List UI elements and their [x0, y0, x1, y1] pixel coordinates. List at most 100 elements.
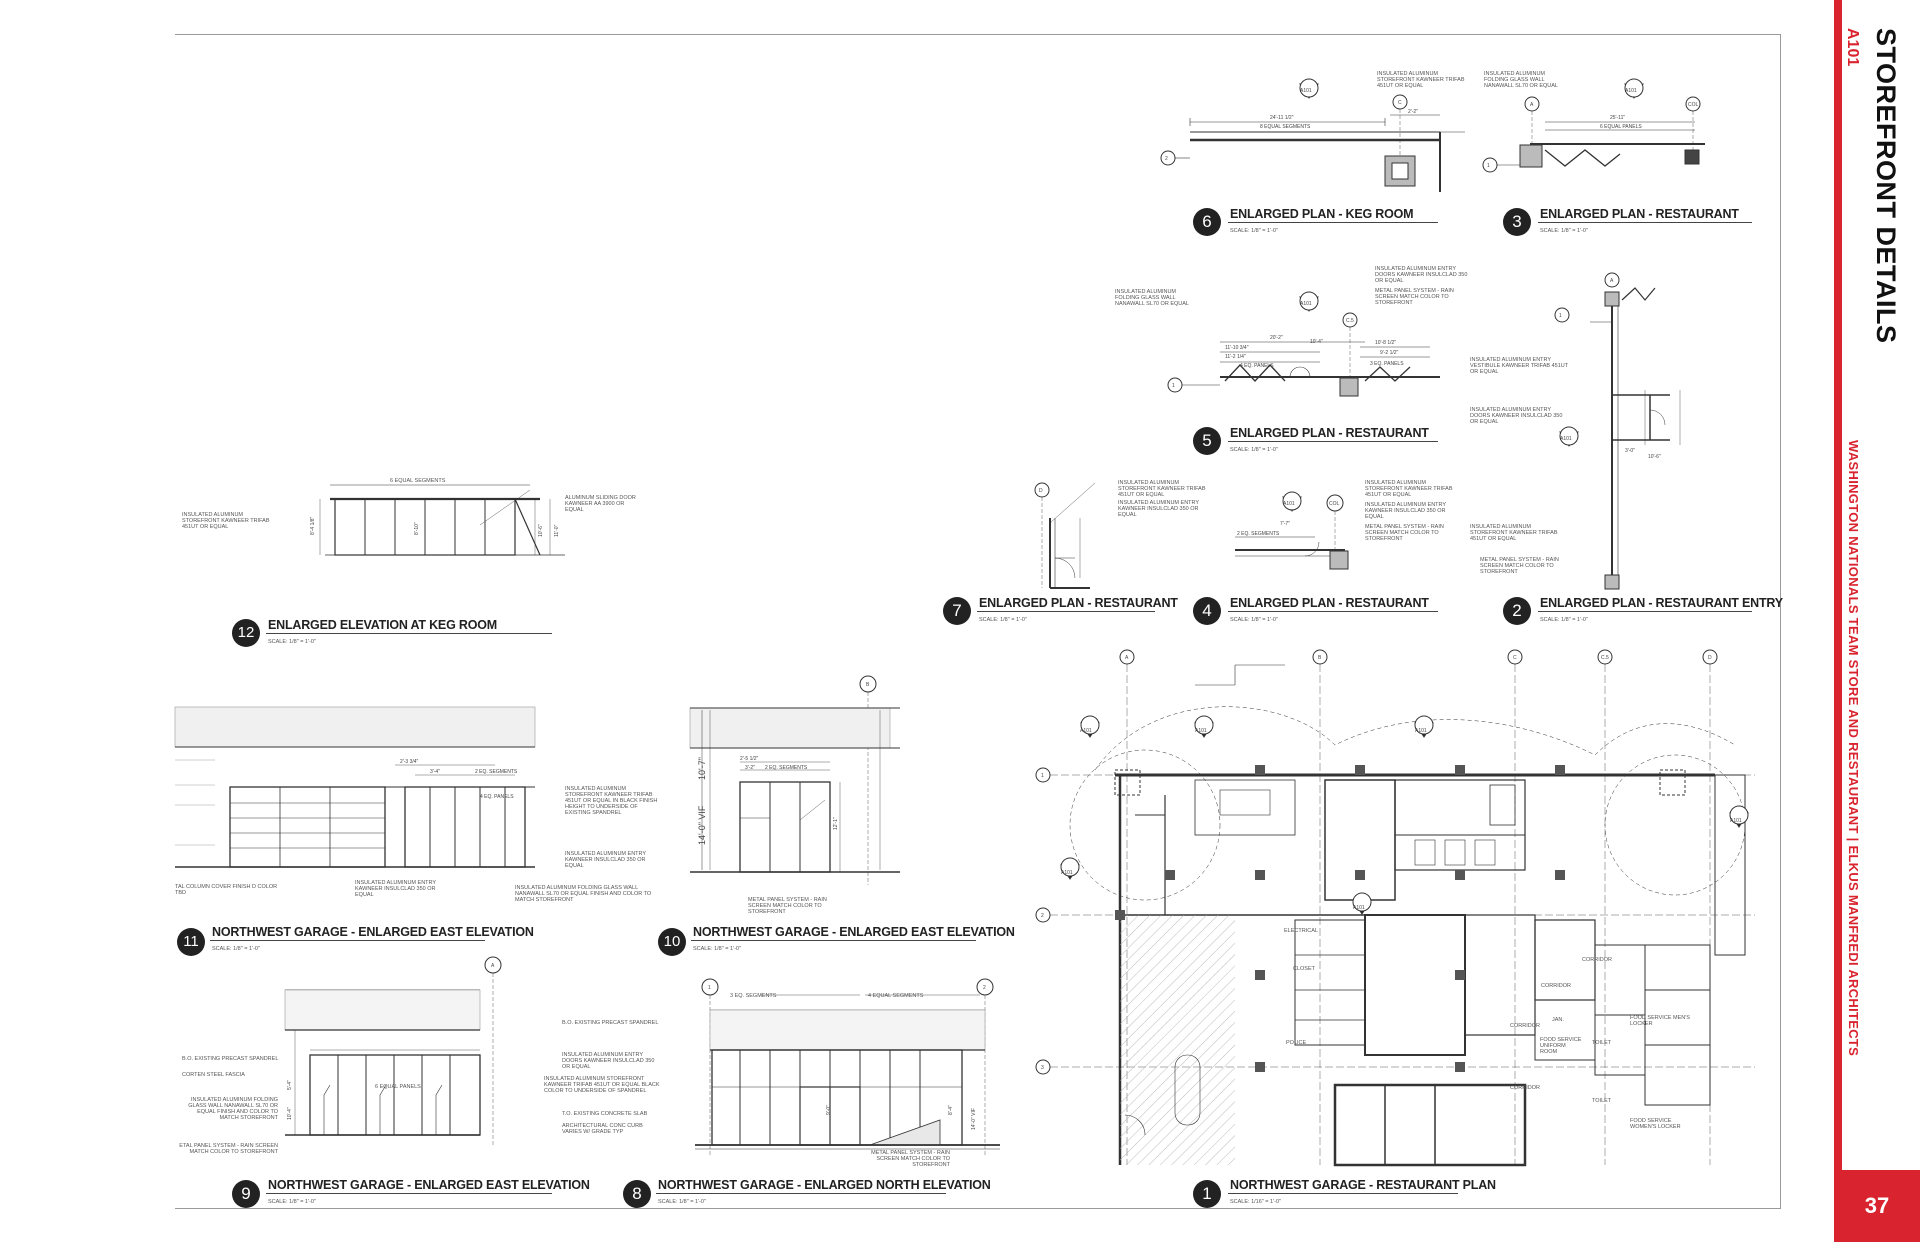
detail-4-scale: SCALE: 1/8" = 1'-0" [1230, 617, 1278, 623]
detail-9-scale: SCALE: 1/8" = 1'-0" [268, 1199, 316, 1205]
detail-8-note-storefront: INSULATED ALUMINUM STOREFRONT KAWNEER TR… [544, 1076, 660, 1094]
svg-text:2: 2 [1165, 156, 1168, 162]
detail-4-title-line [1228, 611, 1438, 612]
detail-2-note-vestibule: INSULATED ALUMINUM ENTRY VESTIBULE KAWNE… [1470, 357, 1569, 375]
svg-text:10'-4": 10'-4" [287, 1107, 293, 1120]
detail-9-note-spandrel: B.O. EXISTING PRECAST SPANDREL [182, 1056, 279, 1062]
svg-text:1: 1 [708, 985, 711, 991]
sheet-border-bottom [175, 1208, 1780, 1209]
svg-text:C.5: C.5 [1346, 318, 1354, 324]
detail-10-number: 10 [658, 928, 686, 956]
detail-12-segments: 6 EQUAL SEGMENTS [390, 478, 446, 484]
detail-9-drawing: A 5'-4" 10'-4" [284, 956, 502, 1145]
svg-text:1: 1 [1041, 773, 1044, 779]
detail-8-note-slab: T.O. EXISTING CONCRETE SLAB [562, 1111, 648, 1117]
svg-text:A: A [1530, 102, 1534, 108]
detail-1-number: 1 [1193, 1180, 1221, 1208]
svg-text:10'-6": 10'-6" [1648, 454, 1661, 460]
detail-8-note-curb: ARCHITECTURAL CONC CURB VARIES W/ GRADE … [562, 1123, 643, 1135]
detail-10-drawing: B 2'-5 1/2" 3'-2" 2 EQ. SEGMENTS 10'-7" … [689, 675, 900, 885]
detail-11-title-line [210, 940, 485, 941]
svg-text:C: C [1513, 655, 1517, 661]
svg-text:10'-4": 10'-4" [1310, 339, 1323, 345]
svg-text:B: B [1318, 655, 1322, 661]
detail-10-note-entry: INSULATED ALUMINUM ENTRY KAWNEER INSULCL… [565, 851, 646, 869]
detail-11-drawing: 2'-3 3/4" 3'-4" 2 EQ. SEGMENTS 4 EQ. PAN… [174, 706, 536, 868]
detail-7-number: 7 [943, 597, 971, 625]
detail-2-number: 2 [1503, 597, 1531, 625]
detail-6-title: ENLARGED PLAN - KEG ROOM [1230, 207, 1414, 221]
detail-12-title-line [266, 633, 552, 634]
detail-7-note-storefront: INSULATED ALUMINUM STOREFRONT KAWNEER TR… [1118, 480, 1206, 498]
detail-11-note-entry: INSULATED ALUMINUM ENTRY KAWNEER INSULCL… [355, 880, 436, 898]
detail-5-drawing: A101 C.5 20'-2" 10'-4" 10'-8 1/2" 11'-10… [1167, 291, 1440, 397]
detail-2-drawing: A 1 A101 10'-6" 3'-0" [1554, 272, 1681, 590]
detail-7-title: ENLARGED PLAN - RESTAURANT [979, 596, 1178, 610]
room-corridor-4: CORRIDOR [1510, 1085, 1540, 1091]
detail-10-note-storefront: INSULATED ALUMINUM STOREFRONT KAWNEER TR… [565, 786, 658, 816]
detail-5-note-panel: METAL PANEL SYSTEM - RAIN SCREEN MATCH C… [1375, 288, 1454, 306]
svg-text:A101: A101 [1560, 436, 1572, 442]
svg-text:D: D [1039, 488, 1043, 494]
svg-text:A101: A101 [1353, 905, 1365, 911]
detail-7-drawing: D [1034, 482, 1096, 589]
detail-2-note-storefront: INSULATED ALUMINUM STOREFRONT KAWNEER TR… [1470, 524, 1558, 542]
svg-text:1: 1 [1487, 163, 1490, 169]
detail-8-segments-3: 3 EQ. SEGMENTS [730, 993, 777, 999]
room-corridor-3: CORRIDOR [1510, 1023, 1540, 1029]
detail-11-title: NORTHWEST GARAGE - ENLARGED EAST ELEVATI… [212, 925, 534, 939]
detail-12-note-door: ALUMINUM SLIDING DOOR KAWNEER AA 3900 OR… [565, 495, 636, 513]
svg-text:3'-0": 3'-0" [1625, 448, 1635, 454]
room-toilet-2: TOILET [1592, 1098, 1612, 1104]
detail-11-number: 11 [177, 928, 205, 956]
detail-4-drawing: A101 COL 7'-7" 2 EQ. SEGMENTS [1235, 491, 1349, 570]
svg-text:10'-7": 10'-7" [697, 757, 707, 780]
room-closet: CLOSET [1293, 966, 1316, 972]
detail-6-drawing: A101 24'-11 1/2" 8 EQUAL SEGMENTS 2'-2" … [1160, 78, 1465, 192]
detail-4-number: 4 [1193, 597, 1221, 625]
svg-text:COL: COL [1329, 501, 1340, 507]
room-jan: JAN. [1552, 1017, 1564, 1023]
svg-text:COL: COL [1688, 102, 1699, 108]
detail-10-title: NORTHWEST GARAGE - ENLARGED EAST ELEVATI… [693, 925, 1015, 939]
svg-text:1: 1 [1559, 313, 1562, 319]
svg-text:A101: A101 [1415, 728, 1427, 734]
svg-text:9'-0": 9'-0" [826, 1105, 832, 1115]
detail-5-title-line [1228, 441, 1438, 442]
detail-11-note-glass: INSULATED ALUMINUM FOLDING GLASS WALL NA… [515, 885, 652, 903]
svg-text:2'-2": 2'-2" [1408, 109, 1418, 115]
detail-4-note-panel: METAL PANEL SYSTEM - RAIN SCREEN MATCH C… [1365, 524, 1444, 542]
detail-9-panels: 6 EQUAL PANELS [375, 1084, 421, 1090]
room-womens-locker: FOOD SERVICE WOMEN'S LOCKER [1630, 1118, 1681, 1130]
svg-text:8'-4 1/8": 8'-4 1/8" [310, 516, 316, 535]
detail-7-note-entry: INSULATED ALUMINUM ENTRY KAWNEER INSULCL… [1118, 500, 1199, 518]
detail-7-scale: SCALE: 1/8" = 1'-0" [979, 617, 1027, 623]
detail-7-title-line [977, 611, 1155, 612]
svg-text:A101: A101 [1080, 728, 1092, 734]
detail-9-number: 9 [232, 1180, 260, 1208]
title-block-red-stripe [1834, 0, 1842, 1170]
svg-text:A: A [491, 963, 495, 969]
room-uniform: FOOD SERVICE UNIFORM ROOM [1540, 1037, 1582, 1055]
detail-8-title: NORTHWEST GARAGE - ENLARGED NORTH ELEVAT… [658, 1178, 991, 1192]
detail-5-note-glass: INSULATED ALUMINUM FOLDING GLASS WALL NA… [1115, 289, 1189, 307]
svg-text:A: A [1610, 278, 1614, 284]
detail-3-title: ENLARGED PLAN - RESTAURANT [1540, 207, 1739, 221]
room-mens-locker: FOOD SERVICE MEN'S LOCKER [1630, 1015, 1690, 1027]
detail-12-drawing: 8'-4 1/8" 8'-10" 10'-6" 11'-0" [310, 484, 565, 556]
detail-8-title-line [656, 1193, 946, 1194]
svg-text:3 EQ. PANELS: 3 EQ. PANELS [1370, 361, 1404, 367]
svg-text:11'-10 3/4": 11'-10 3/4" [1225, 345, 1249, 351]
room-toilet-1: TOILET [1592, 1040, 1612, 1046]
svg-text:14'-0" VIF: 14'-0" VIF [697, 805, 707, 845]
detail-9-note-glass: INSULATED ALUMINUM FOLDING GLASS WALL NA… [188, 1097, 278, 1121]
svg-text:C: C [1398, 100, 1402, 106]
detail-8-note-panel: METAL PANEL SYSTEM - RAIN SCREEN MATCH C… [871, 1150, 950, 1168]
detail-12-title: ENLARGED ELEVATION AT KEG ROOM [268, 618, 497, 632]
detail-4-title: ENLARGED PLAN - RESTAURANT [1230, 596, 1429, 610]
room-police: POLICE [1286, 1040, 1307, 1046]
detail-1-title: NORTHWEST GARAGE - RESTAURANT PLAN [1230, 1178, 1496, 1192]
detail-2-title-line [1538, 611, 1752, 612]
svg-text:3: 3 [1041, 1065, 1044, 1071]
detail-10-title-line [691, 940, 976, 941]
